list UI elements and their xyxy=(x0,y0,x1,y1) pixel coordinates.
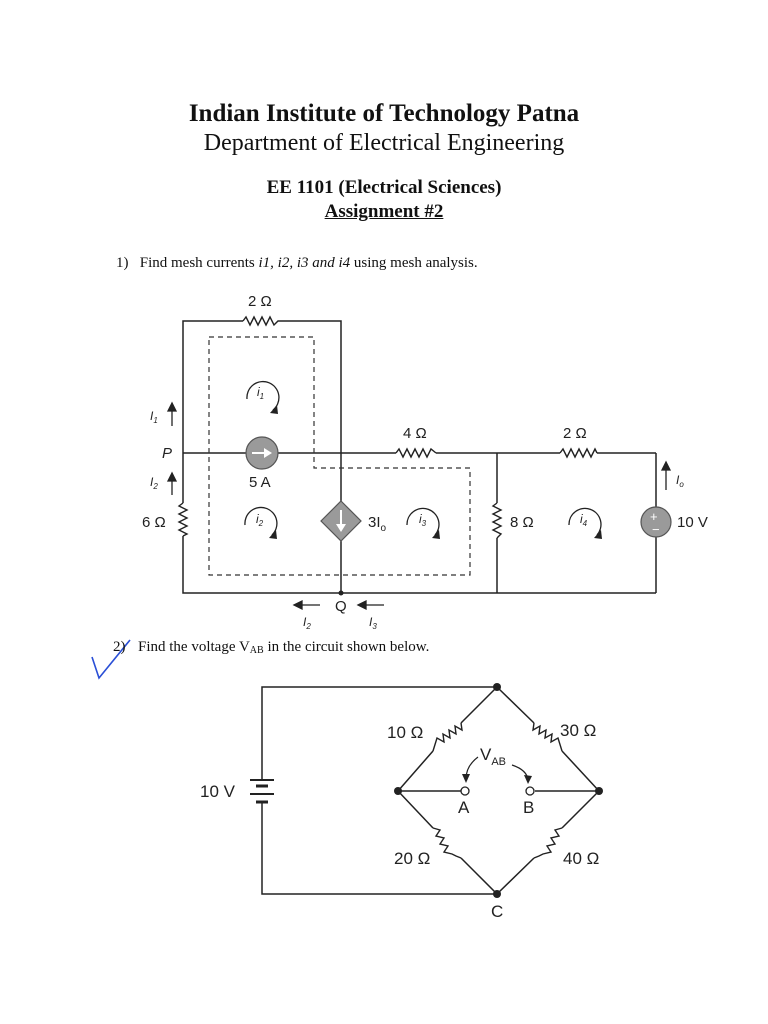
label-io: Io xyxy=(676,473,684,489)
label-node-b: B xyxy=(523,798,534,817)
mesh-2-arrow xyxy=(244,506,278,536)
question-1-text: 1) Find mesh currents i1, i2, i3 and i4 … xyxy=(116,255,478,272)
question-1-prefix: Find mesh currents xyxy=(139,255,259,271)
svg-text:+: + xyxy=(650,509,658,524)
mesh-1-arrow xyxy=(246,380,280,411)
voltage-source-10v xyxy=(640,506,672,538)
question-1-suffix: using mesh analysis. xyxy=(350,255,478,271)
question-1-number: 1) xyxy=(116,255,129,271)
label-node-p: P xyxy=(162,445,172,462)
label-node-a: A xyxy=(458,798,470,817)
resistor-6ohm xyxy=(177,502,189,537)
svg-text:−: − xyxy=(652,522,660,537)
battery-10v xyxy=(250,779,274,804)
label-i3-bottom: I3 xyxy=(369,615,377,631)
question-2-sub: AB xyxy=(249,645,264,656)
resistor-10ohm xyxy=(432,722,463,752)
label-voltage: 10 V xyxy=(677,514,708,531)
label-current-source: 5 A xyxy=(249,474,271,491)
label-r4: 40 Ω xyxy=(563,849,599,868)
label-r3: 20 Ω xyxy=(394,849,430,868)
check-mark-icon xyxy=(91,639,131,680)
label-node-q: Q xyxy=(335,598,347,615)
label-r-left: 6 Ω xyxy=(142,514,166,531)
label-dep-source: 3Io xyxy=(368,514,387,534)
label-r-mid: 4 Ω xyxy=(403,425,427,442)
course-title: EE 1101 (Electrical Sciences) xyxy=(266,177,502,198)
resistor-2ohm-right xyxy=(559,447,598,459)
resistor-30ohm xyxy=(532,722,563,752)
label-node-c: C xyxy=(491,902,503,921)
assignment-title: Assignment #2 xyxy=(324,201,444,222)
label-mesh-2: i2 xyxy=(256,512,264,528)
mesh-3-arrow xyxy=(406,507,440,536)
resistor-40ohm xyxy=(533,827,563,859)
question-1-vars: i1, i2, i3 and i4 xyxy=(258,255,351,271)
label-mesh-1: i1 xyxy=(257,385,264,401)
label-mesh-4: i4 xyxy=(580,512,588,528)
label-vab: VAB xyxy=(480,745,506,768)
label-r-top: 2 Ω xyxy=(248,293,272,310)
label-i1-side: I1 xyxy=(150,409,158,425)
label-r-8: 8 Ω xyxy=(510,514,534,531)
label-r-right: 2 Ω xyxy=(563,425,587,442)
institute-title: Indian Institute of Technology Patna xyxy=(188,100,580,127)
terminal-a xyxy=(460,786,470,796)
resistor-2ohm-top xyxy=(242,315,280,327)
resistor-20ohm xyxy=(432,827,462,859)
label-source: 10 V xyxy=(200,782,236,801)
resistor-4ohm xyxy=(395,447,437,459)
terminal-b xyxy=(525,786,535,796)
question-2-suffix: in the circuit shown below. xyxy=(263,639,430,655)
mesh-4-arrow xyxy=(568,507,602,536)
question-2-number: 2) xyxy=(113,639,126,655)
question-2-prefix: Find the voltage V xyxy=(138,639,250,655)
label-r1: 10 Ω xyxy=(387,723,423,742)
label-r2: 30 Ω xyxy=(560,721,596,740)
label-i2-side: I2 xyxy=(150,475,158,491)
question-2-text: Find the voltage VAB in the circuit show… xyxy=(138,639,429,656)
resistor-8ohm xyxy=(491,502,503,539)
department-title: Department of Electrical Engineering xyxy=(203,130,565,156)
label-mesh-3: i3 xyxy=(419,512,427,528)
label-i2-bottom: I2 xyxy=(303,615,311,631)
